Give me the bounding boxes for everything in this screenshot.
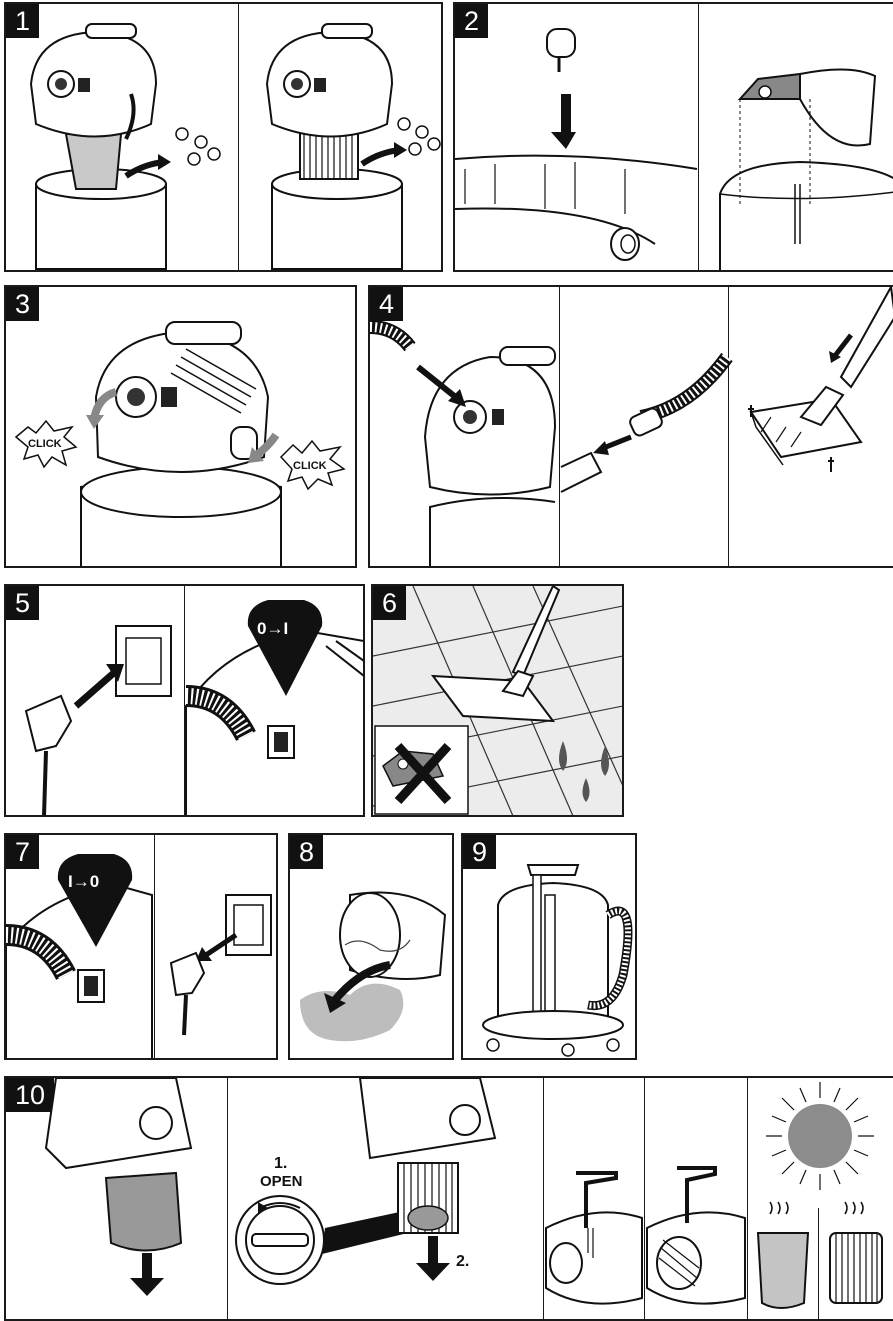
panel-divider <box>154 835 155 1058</box>
dry-in-sun-icon <box>750 1078 893 1321</box>
panel-divider <box>559 287 560 566</box>
castor-wheel-insert-icon <box>455 4 697 272</box>
step-4-panel: 4 <box>368 285 893 568</box>
remove-filter-bag-icon <box>6 1078 226 1321</box>
step-9-panel: 9 <box>461 833 637 1060</box>
open-step-number: 1. <box>274 1155 287 1172</box>
wet-floor-vacuuming-icon <box>373 586 623 816</box>
remove-step-number: 2. <box>456 1253 469 1270</box>
plug-in-socket-icon <box>6 586 182 816</box>
panel-divider <box>644 1078 645 1319</box>
vacuum-head-with-cartridge-icon <box>242 4 442 272</box>
open-cartridge-icon: 1. OPEN 2. <box>230 1078 542 1321</box>
switch-on-label: 0→I <box>257 619 288 638</box>
hose-connect-icon <box>370 287 558 567</box>
unplug-icon <box>156 835 278 1059</box>
step-5-panel: 5 0→I <box>4 584 365 817</box>
panel-divider <box>728 287 729 566</box>
step-3-panel: 3 CLICK CLICK <box>4 285 357 568</box>
suction-tube-connect-icon <box>561 287 727 567</box>
filter-bag-insert-icon <box>700 4 893 272</box>
open-label: OPEN <box>260 1173 303 1190</box>
step-7-panel: 7 I→0 <box>4 833 278 1060</box>
panel-divider <box>698 4 699 270</box>
click-label-left: CLICK <box>28 438 62 450</box>
step-10-panel: 10 1. OPEN 2. <box>4 1076 893 1321</box>
step-1-panel: 1 <box>4 2 443 272</box>
panel-divider <box>227 1078 228 1319</box>
switch-off-label: I→0 <box>68 872 99 891</box>
vacuum-head-with-bag-icon <box>6 4 236 272</box>
step-6-panel: 6 <box>371 584 624 817</box>
panel-divider <box>184 586 185 815</box>
floor-nozzle-connect-icon <box>731 287 893 567</box>
panel-divider <box>238 4 239 270</box>
step-2-panel: 2 <box>453 2 893 272</box>
vacuum-head-click-icon: CLICK CLICK <box>6 287 356 567</box>
panel-divider <box>543 1078 544 1319</box>
switch-on-icon: 0→I <box>186 586 364 816</box>
rinse-bag-icon <box>546 1078 642 1321</box>
empty-container-icon <box>290 835 454 1059</box>
panel-divider <box>747 1078 748 1319</box>
click-label-right: CLICK <box>293 460 327 472</box>
rinse-cartridge-icon <box>647 1078 745 1321</box>
switch-off-icon: I→0 <box>6 835 152 1059</box>
storage-icon <box>463 835 637 1059</box>
step-8-panel: 8 <box>288 833 454 1060</box>
